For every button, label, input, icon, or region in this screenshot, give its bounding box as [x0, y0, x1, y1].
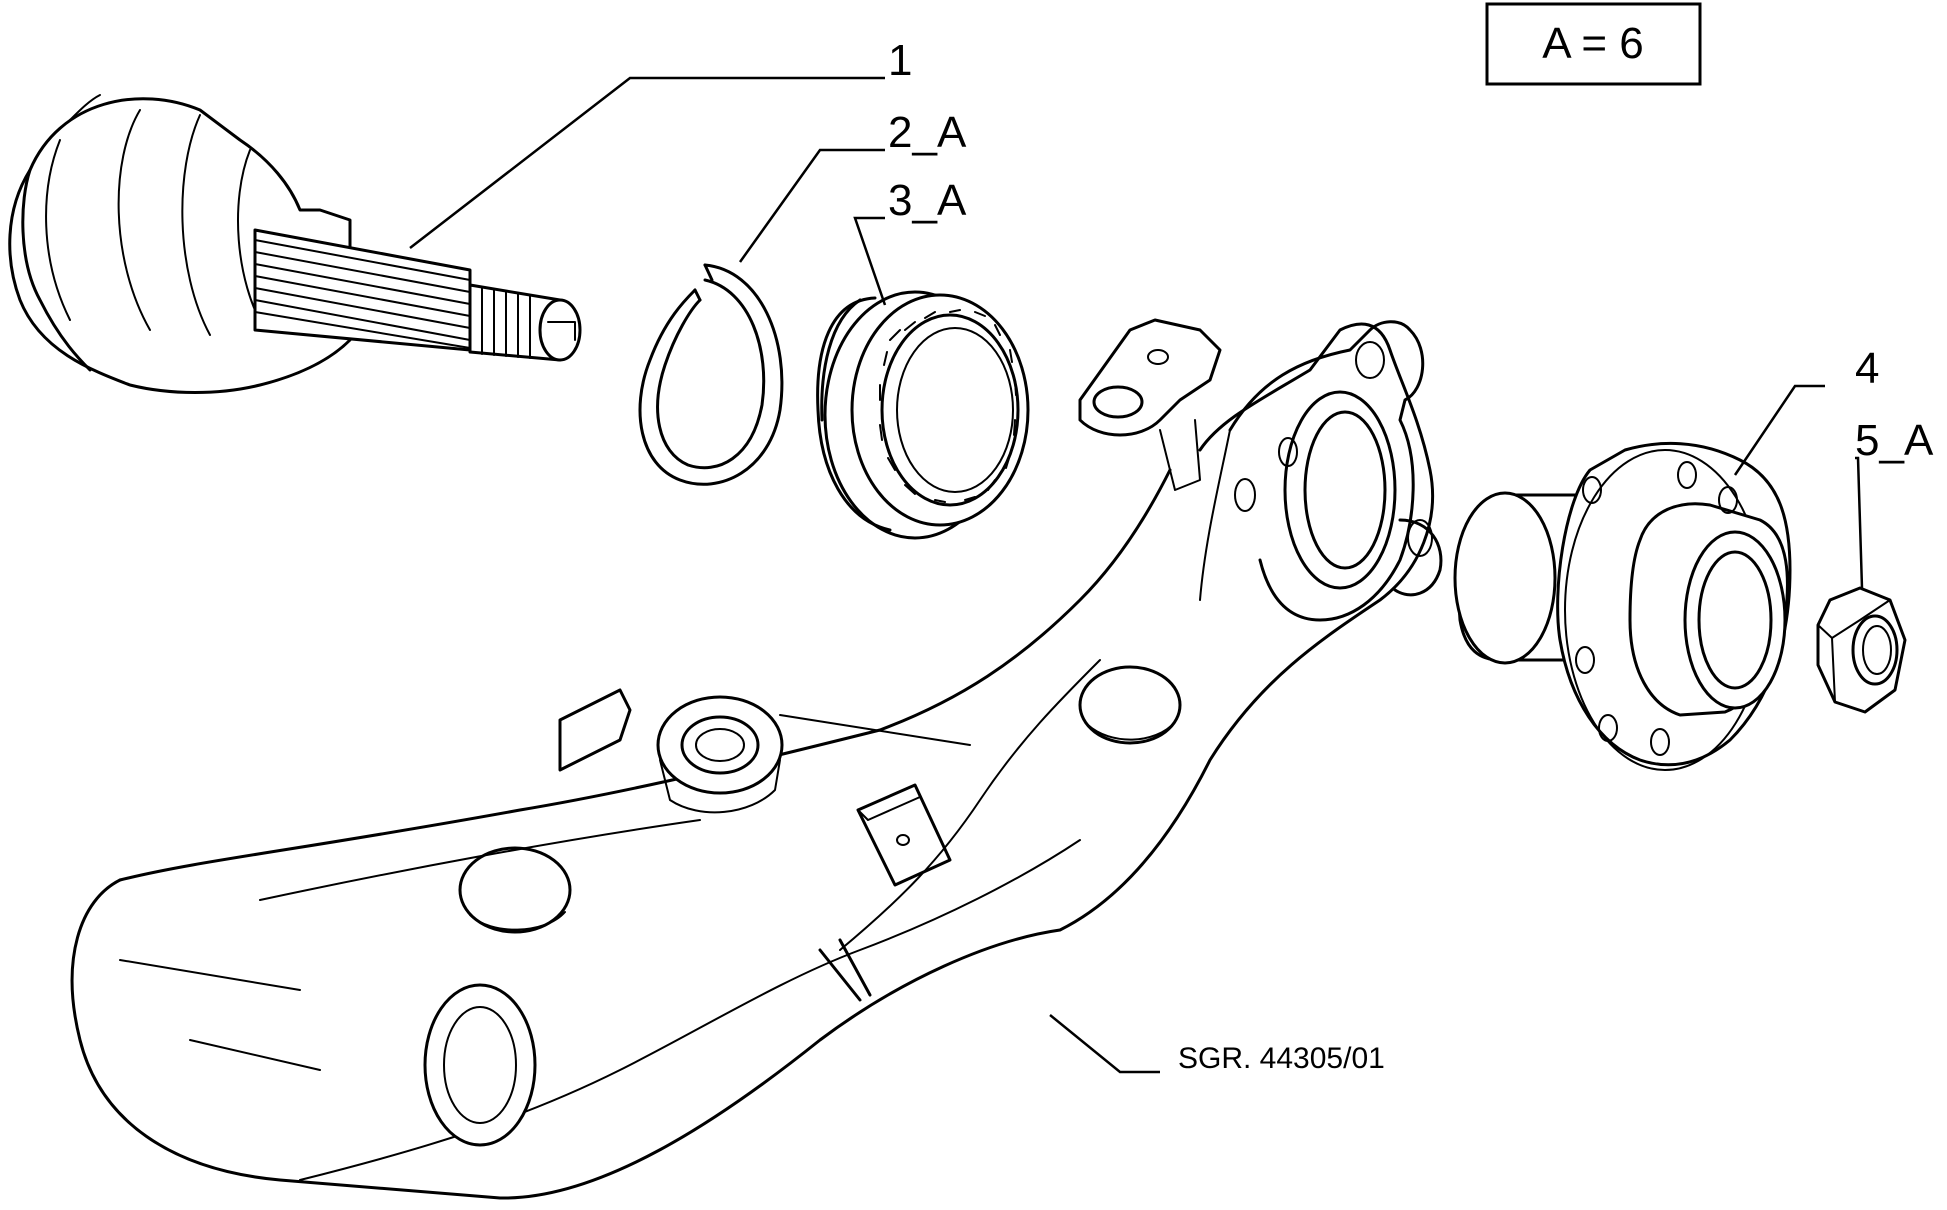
callout-2: 2_A — [888, 108, 967, 157]
legend-box: A = 6 — [1485, 2, 1702, 86]
leader-line-2 — [738, 148, 885, 263]
leader-line-5 — [1855, 456, 1864, 589]
legend-text: A = 6 — [1542, 19, 1644, 68]
part-bearing — [816, 290, 1030, 540]
part-hub-nut — [1816, 586, 1907, 714]
part-cv-joint — [8, 94, 582, 394]
part-circlip — [638, 263, 784, 486]
leader-lines — [409, 76, 1864, 1074]
legend-frame — [1485, 2, 1702, 86]
drawing-reference: SGR. 44305/01 — [1178, 1042, 1385, 1075]
leader-line-3 — [853, 216, 887, 306]
callout-1: 1 — [888, 36, 912, 85]
leader-line-ref — [1049, 1014, 1160, 1074]
suspension-arm — [70, 318, 1443, 1200]
part-wheel-hub — [1453, 441, 1792, 771]
callout-4: 4 — [1855, 344, 1879, 393]
callout-5: 5_A — [1855, 416, 1934, 465]
leader-line-4 — [1733, 384, 1825, 476]
leader-line-1 — [409, 76, 885, 249]
callout-3: 3_A — [888, 176, 967, 225]
